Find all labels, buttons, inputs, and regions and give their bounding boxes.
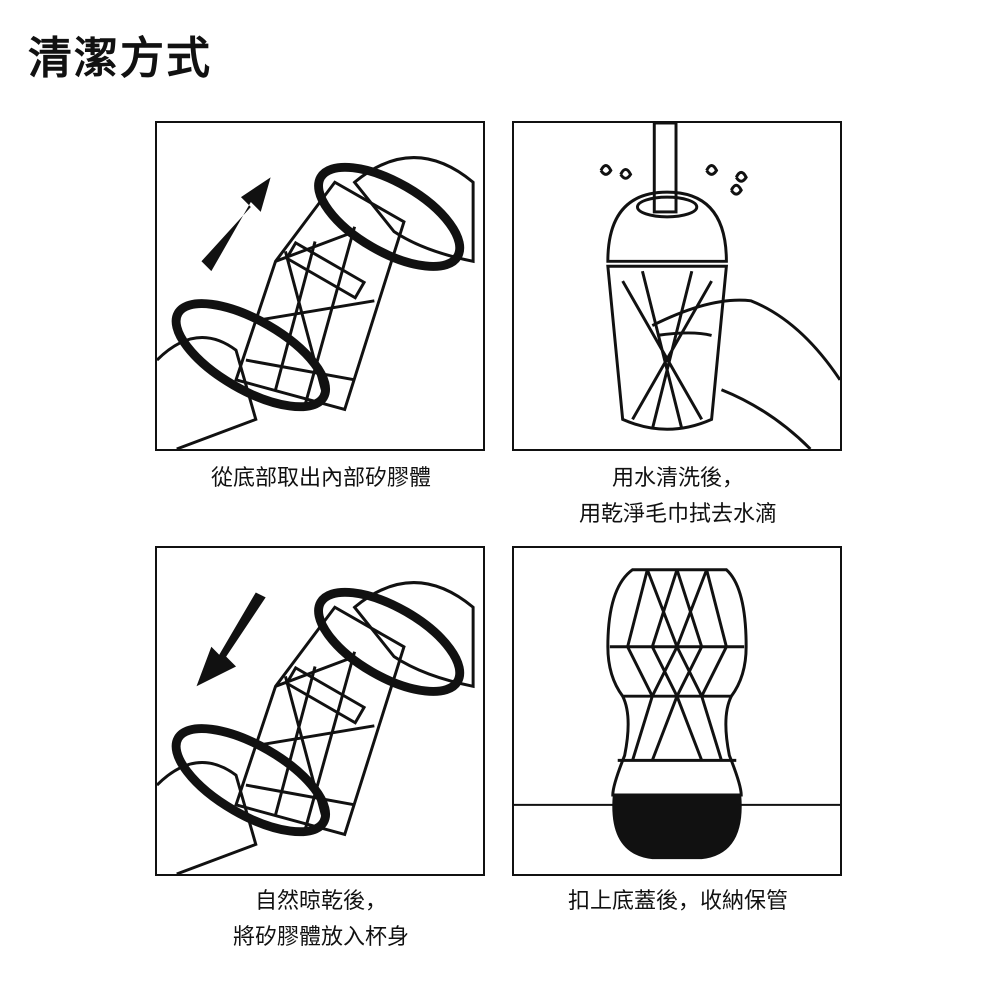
cup-base-icon — [612, 794, 742, 860]
cup-sleeve-icon — [606, 190, 729, 431]
silicone-sleeve-icon — [157, 156, 475, 449]
step-1-illustration — [155, 121, 485, 451]
water-drop-icon — [599, 164, 748, 196]
page-title: 清潔方式 — [28, 33, 212, 84]
down-arrow-icon — [196, 592, 266, 687]
cup-icon — [606, 568, 748, 797]
caption-line: 扣上底蓋後，收納保管 — [567, 889, 788, 914]
caption-line: 從底部取出內部矽膠體 — [210, 466, 431, 491]
caption-line: 用乾淨毛巾拭去水滴 — [578, 502, 777, 527]
step-4-caption: 扣上底蓋後，收納保管 — [468, 884, 888, 920]
step-2-caption: 用水清洗後， 用乾淨毛巾拭去水滴 — [468, 461, 888, 533]
step-3-illustration — [155, 546, 485, 876]
step-4-illustration — [512, 546, 842, 876]
step-3-caption: 自然晾乾後， 將矽膠體放入杯身 — [111, 884, 531, 956]
up-arrow-icon — [201, 177, 271, 272]
caption-line: 用水清洗後， — [611, 466, 744, 491]
water-stream-icon — [652, 123, 678, 214]
silicone-sleeve-icon — [157, 581, 475, 874]
hand-icon — [651, 298, 840, 449]
step-2-illustration — [512, 121, 842, 451]
rotate-arrow-icon — [171, 162, 465, 412]
caption-line: 自然晾乾後， — [254, 889, 387, 914]
step-1-caption: 從底部取出內部矽膠體 — [111, 461, 531, 497]
caption-line: 將矽膠體放入杯身 — [232, 925, 409, 950]
rotate-arrow-icon — [171, 587, 465, 837]
